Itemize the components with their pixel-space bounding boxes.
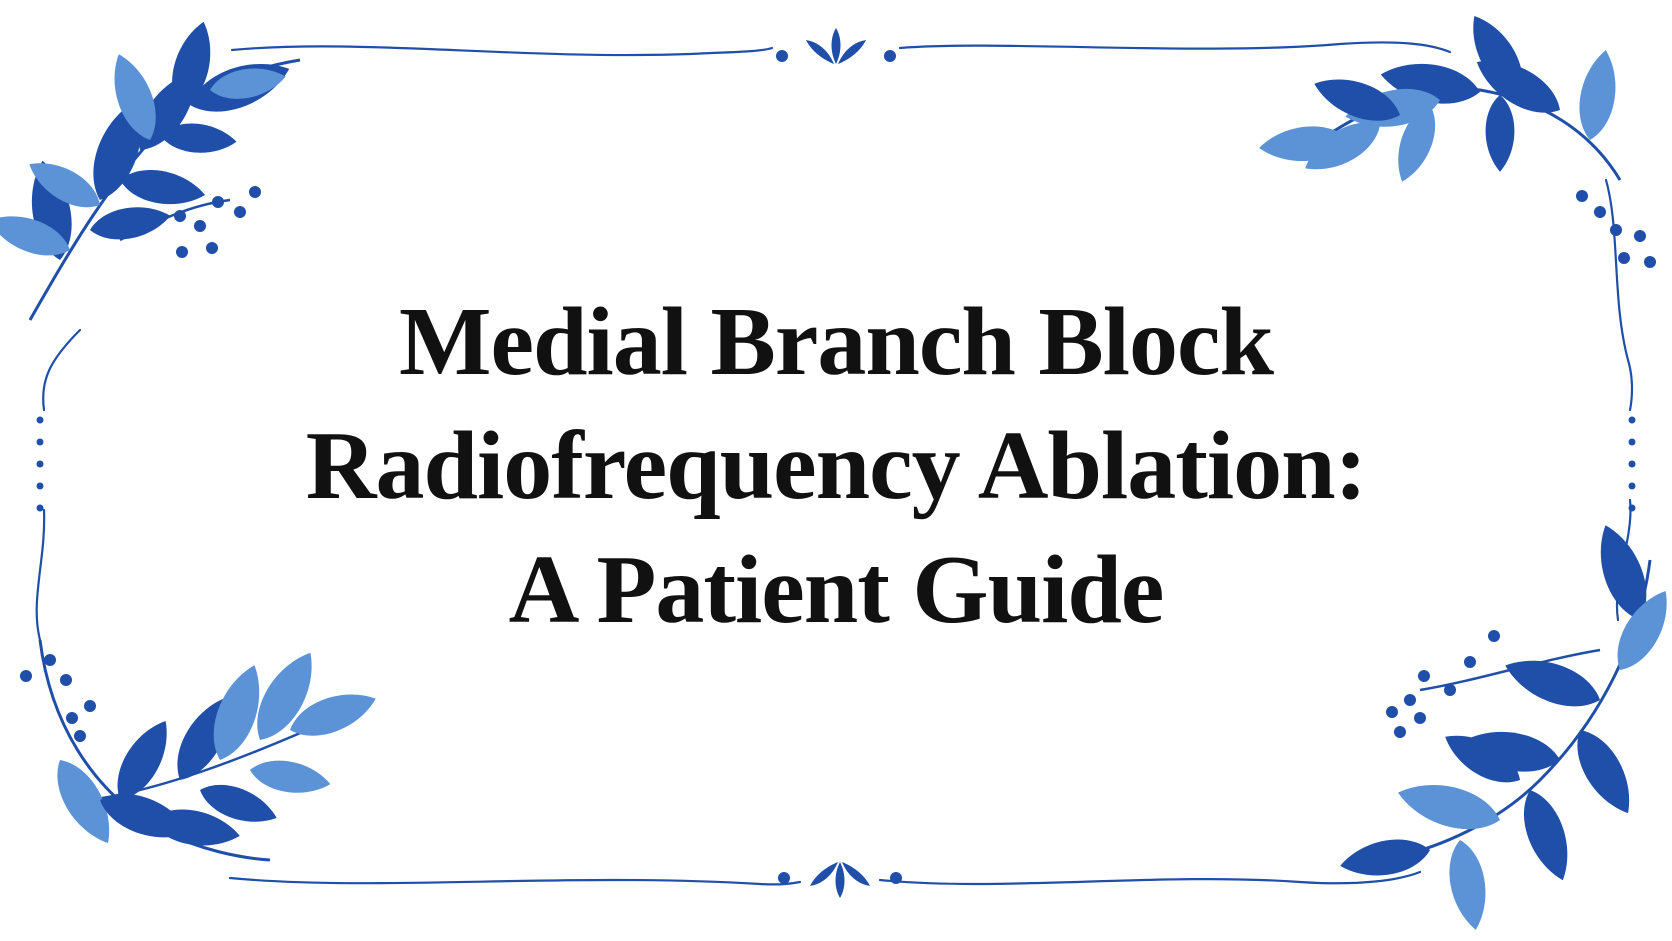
dot-column-left-icon bbox=[36, 416, 44, 512]
frame-left-lower-line bbox=[35, 508, 46, 642]
leaf-sprig-bottom-right-icon bbox=[1337, 518, 1672, 933]
page-title: Medial Branch Block Radiofrequency Ablat… bbox=[136, 280, 1536, 652]
frame-lines bbox=[35, 41, 1634, 886]
frame-left-upper-line bbox=[42, 328, 82, 412]
frame-bottom-right-line bbox=[878, 870, 1422, 886]
frame-top-right-line bbox=[898, 41, 1452, 54]
dot-column-right-icon bbox=[1628, 416, 1636, 512]
fleur-icon-bottom bbox=[778, 862, 902, 898]
fleur-icon bbox=[776, 28, 896, 64]
frame-bottom-left-line bbox=[228, 876, 802, 886]
frame-right-upper-line bbox=[1604, 178, 1634, 412]
title-line-3: A Patient Guide bbox=[508, 536, 1165, 644]
title-line-2: Radiofrequency Ablation: bbox=[305, 412, 1367, 520]
frame-top-left-line bbox=[230, 45, 774, 57]
leaf-sprig-top-left-icon bbox=[0, 17, 301, 321]
title-line-1: Medial Branch Block bbox=[399, 288, 1274, 396]
leaf-sprig-bottom-left-icon bbox=[20, 639, 382, 862]
leaf-sprig-top-right-icon bbox=[1257, 7, 1656, 268]
